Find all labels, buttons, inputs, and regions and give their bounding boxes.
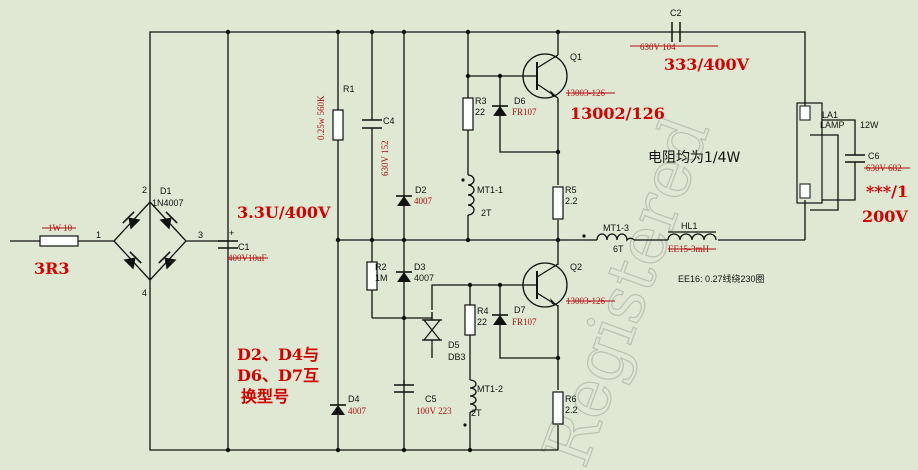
svg-text:D5: D5 [448,340,460,350]
svg-text:100V 223: 100V 223 [416,406,452,416]
svg-text:22: 22 [475,107,485,117]
svg-text:Q1: Q1 [570,52,582,62]
svg-text:C4: C4 [383,116,395,126]
resistor-r2: R2 1M [366,261,388,291]
svg-text:6T: 6T [613,244,624,254]
capacitor-c5: C5 100V 223 [394,384,452,416]
svg-text:D4: D4 [348,394,360,404]
svg-text:C6: C6 [868,151,880,161]
svg-text:630V 152: 630V 152 [380,140,390,176]
svg-text:HL1: HL1 [681,221,698,231]
input-resistor-replacement-note: 3R3 [34,259,70,278]
svg-text:LAMP: LAMP [820,120,845,130]
diac-d5: D5 DB3 [422,312,466,362]
resistor-wattage-note: 电阻均为1/4W [648,150,741,166]
resistor-r4: R4 22 [464,304,489,336]
svg-text:C2: C2 [670,8,682,18]
resistor-r1: R1 0.25w 560K [316,84,355,141]
diode-d4: D4 4007 [329,394,367,416]
diode-d3: D3 4007 [395,262,434,283]
transistor-q1: Q1 13003-126 [522,32,615,102]
svg-text:4: 4 [142,288,147,298]
svg-text:2T: 2T [471,408,482,418]
svg-text:12W: 12W [860,120,879,130]
resistor-r6: R6 2.2 [552,391,578,425]
inductor-mt1-1: MT1-1 2T [461,174,503,218]
svg-text:D7: D7 [514,305,526,315]
resistor-r5: R5 2.2 [552,185,578,220]
diode-swap-note-2: D6、D7互 [237,366,319,385]
svg-text:3: 3 [198,230,203,240]
diode-d2: D2 4007 [395,185,433,207]
c6-replacement-note-b: 200V [862,207,908,226]
diode-d6: D6 FR107 [491,96,537,117]
capacitor-c1: + C1 400V10uF [218,228,268,263]
svg-text:R5: R5 [565,185,577,195]
diode-swap-note-1: D2、D4与 [237,345,319,364]
svg-text:22: 22 [477,317,487,327]
capacitor-c6: C6 630V 682 [845,151,910,173]
c6-replacement-note-a: ***/1 [866,182,908,201]
svg-text:D2: D2 [415,185,427,195]
diode-swap-note-3: 换型号 [241,387,289,406]
c2-replacement-note: 333/400V [664,55,750,74]
svg-text:LA1: LA1 [822,110,838,120]
svg-text:R3: R3 [475,96,487,106]
wires [10,31,856,451]
svg-text:C1: C1 [238,242,250,252]
svg-text:1: 1 [96,230,101,240]
svg-text:0.25w 560K: 0.25w 560K [316,95,326,140]
svg-text:MT1-2: MT1-2 [477,384,503,394]
svg-text:C5: C5 [425,394,437,404]
svg-text:MT1-1: MT1-1 [477,185,503,195]
inductor-note: EE16: 0.27线绕230圈 [678,273,765,284]
svg-text:R2: R2 [375,262,387,272]
svg-text:2T: 2T [481,208,492,218]
c1-replacement-note: 3.3U/400V [237,203,331,222]
svg-text:4007: 4007 [414,273,434,283]
svg-text:DB3: DB3 [448,352,466,362]
capacitor-c2: C2 630V 104 [630,8,718,52]
lamp-la1: LA1 LAMP 12W [799,105,879,199]
svg-text:2.2: 2.2 [565,405,578,415]
svg-text:2.2: 2.2 [565,196,578,206]
capacitor-c4: C4 630V 152 [362,116,395,176]
svg-text:4007: 4007 [414,196,433,206]
svg-text:2: 2 [142,185,147,195]
bridge-rectifier-d1: D1 1N4007 2 3 4 [113,185,203,298]
svg-text:FR107: FR107 [512,317,537,327]
svg-text:1N4007: 1N4007 [152,198,184,208]
svg-text:D6: D6 [514,96,526,106]
inductor-mt1-3: MT1-3 6T [582,223,635,254]
svg-text:R1: R1 [343,84,355,94]
transistor-replacement-note: 13002/126 [570,104,665,123]
inductor-mt1-2: MT1-2 2T [463,379,503,427]
input-resistor: 1W 10 1 [39,223,101,247]
svg-text:4007: 4007 [348,406,367,416]
svg-text:MT1-3: MT1-3 [603,223,629,233]
resistor-r3: R3 22 [462,96,487,131]
junction-dots [225,29,561,453]
inductor-hl1: HL1 EE15-3mH [667,221,717,254]
svg-text:+: + [229,228,234,238]
svg-text:1M: 1M [375,273,388,283]
diode-d7: D7 FR107 [491,305,537,327]
svg-text:R4: R4 [477,306,489,316]
svg-text:D1: D1 [160,186,172,196]
svg-text:R6: R6 [565,394,577,404]
svg-text:Q2: Q2 [570,262,582,272]
transistor-q2: Q2 13003-126 [522,262,615,308]
svg-text:630V 104: 630V 104 [640,42,676,52]
svg-text:D3: D3 [414,262,426,272]
svg-text:FR107: FR107 [512,107,537,117]
